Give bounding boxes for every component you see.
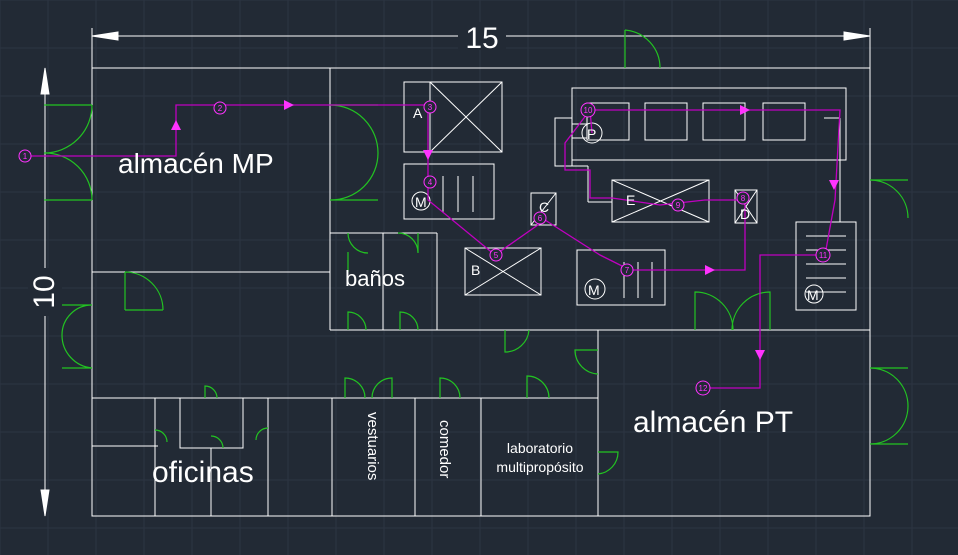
door-vestuarios — [344, 377, 393, 399]
door-corridor-left — [61, 304, 93, 369]
svg-text:9: 9 — [676, 201, 681, 210]
route-arrow-2 — [284, 100, 294, 110]
route-arrows — [171, 100, 839, 360]
door-pt-right — [869, 367, 909, 445]
width-arrow-left — [91, 31, 119, 41]
svg-text:4: 4 — [428, 178, 433, 187]
door-production-right — [869, 179, 909, 219]
door-banos-top — [347, 232, 419, 272]
machine-label-m3: M — [807, 287, 819, 303]
door-laboratorio — [526, 375, 550, 399]
machine-label-a: A — [413, 105, 423, 121]
step-marker-1: 1 — [18, 149, 32, 163]
machine-label-p: P — [587, 126, 596, 142]
width-dimension-label: 15 — [465, 22, 498, 55]
machine-label-b: B — [471, 262, 480, 278]
machine-m2 — [576, 249, 666, 306]
door-pt-lab — [597, 451, 619, 475]
step-marker-5: 5 — [489, 248, 503, 262]
machine-label-m2: M — [588, 282, 600, 298]
room-label-laboratorio-2: multipropósito — [496, 459, 583, 475]
door-corridor-a — [504, 329, 530, 353]
svg-text:3: 3 — [428, 103, 433, 112]
door-production-top — [624, 29, 661, 69]
door-office-inner — [154, 427, 269, 449]
room-label-oficinas: oficinas — [152, 456, 254, 489]
svg-text:10: 10 — [584, 106, 593, 115]
route-arrow-5 — [740, 105, 750, 115]
step-marker-8: 8 — [736, 191, 750, 205]
door-production-to-pt — [694, 291, 771, 331]
room-label-almacen-mp: almacén MP — [118, 148, 274, 179]
machine-label-m1: M — [415, 194, 427, 210]
height-arrow-top — [40, 67, 50, 95]
route-path — [25, 104, 841, 389]
svg-text:1: 1 — [23, 152, 28, 161]
height-arrow-bottom — [40, 489, 50, 517]
walls — [91, 67, 871, 517]
doors — [43, 29, 909, 475]
room-label-almacen-pt: almacén PT — [633, 406, 793, 439]
step-marker-7: 7 — [620, 263, 634, 277]
room-labels: almacén MP baños oficinas vestuarios com… — [118, 148, 793, 489]
machine-a — [403, 81, 503, 153]
machine-e — [611, 179, 710, 223]
machine-b — [464, 247, 542, 296]
route-arrow-3 — [423, 150, 433, 160]
route-arrow-1 — [171, 120, 181, 130]
step-marker-11: 11 — [815, 247, 831, 263]
route-arrow-7 — [755, 350, 765, 360]
width-arrow-right — [843, 31, 871, 41]
step-marker-4: 4 — [423, 175, 437, 189]
machine-labels: A M C B M E D P M — [413, 105, 819, 303]
route-arrow-6 — [829, 180, 839, 190]
route-arrow-4 — [705, 265, 715, 275]
door-main-entrance — [43, 104, 93, 201]
svg-text:12: 12 — [699, 384, 708, 393]
room-label-vestuarios: vestuarios — [364, 412, 381, 480]
svg-text:5: 5 — [494, 251, 499, 260]
machine-m1 — [403, 163, 495, 220]
office-cubicle — [179, 397, 244, 449]
room-label-comedor: comedor — [436, 420, 453, 478]
step-marker-9: 9 — [671, 198, 685, 212]
door-mp-to-production — [329, 104, 379, 201]
conveyor-line — [554, 87, 847, 222]
door-comedor — [439, 377, 461, 399]
svg-text:8: 8 — [741, 194, 746, 203]
step-marker-12: 12 — [695, 380, 711, 396]
machine-m3 — [795, 221, 857, 311]
height-dimension-label: 10 — [28, 275, 61, 308]
svg-text:2: 2 — [218, 104, 223, 113]
step-marker-3: 3 — [423, 100, 437, 114]
width-label-bg — [458, 22, 506, 50]
step-marker-10: 10 — [580, 102, 596, 118]
step-marker-6: 6 — [533, 211, 547, 225]
route-step-markers: 1 2 3 4 5 6 7 8 9 10 11 12 — [18, 100, 831, 396]
door-corridor-pt — [574, 349, 599, 375]
door-mp-lower — [124, 271, 164, 311]
room-label-laboratorio-1: laboratorio — [507, 440, 573, 456]
machine-label-e: E — [626, 192, 635, 208]
step-marker-2: 2 — [213, 101, 227, 115]
room-label-banos: baños — [345, 266, 405, 291]
height-label-bg — [28, 268, 62, 316]
machine-label-c: C — [539, 199, 549, 215]
door-office-top — [204, 385, 218, 399]
svg-text:6: 6 — [538, 214, 543, 223]
door-banos-bottom — [347, 311, 419, 331]
svg-text:7: 7 — [625, 266, 630, 275]
machine-label-d: D — [740, 206, 750, 222]
svg-text:11: 11 — [819, 251, 828, 260]
